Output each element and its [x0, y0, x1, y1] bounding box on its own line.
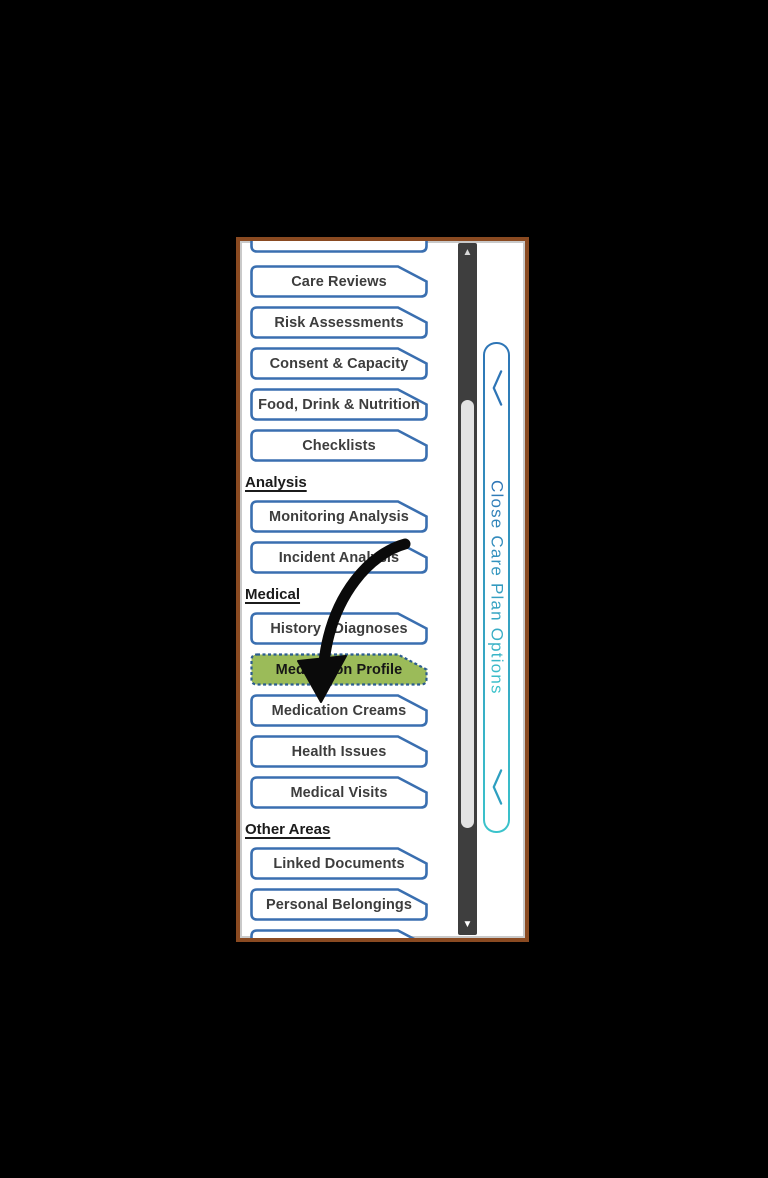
care-plan-button-food-drink-nutrition[interactable]: Food, Drink & Nutrition	[250, 388, 428, 421]
care-plan-button-checklists[interactable]: Checklists	[250, 429, 428, 462]
care-plan-button-label: Monitoring Analysis	[269, 508, 409, 525]
care-plan-button-label: Personal Belongings	[265, 896, 413, 913]
care-plan-button-linked-documents[interactable]: Linked Documents	[250, 847, 428, 880]
section-header-medical: Medical	[245, 586, 301, 603]
care-plan-button-monitoring-analysis[interactable]: Monitoring Analysis	[250, 500, 428, 533]
care-plan-button-label: Care Reviews	[291, 273, 387, 290]
care-plan-button-label: Health Issues	[291, 743, 387, 760]
care-plan-button-label: Incident Analysis	[278, 549, 400, 566]
care-plan-button-personal-belongings[interactable]: Personal Belongings	[250, 888, 428, 921]
care-plan-button-label: Medication Creams	[271, 702, 407, 719]
care-plan-button-label: Linked Documents	[273, 855, 405, 872]
care-plan-button-cut-off[interactable]	[250, 929, 428, 938]
care-plan-button-medication-profile[interactable]: Medication Profile	[250, 653, 428, 686]
care-plan-button-medication-creams[interactable]: Medication Creams	[250, 694, 428, 727]
scrollbar[interactable]: ▲ ▼	[458, 243, 477, 935]
care-plan-button-history-diagnoses[interactable]: History / Diagnoses	[250, 612, 428, 645]
care-plan-button-label: Food, Drink & Nutrition	[258, 396, 420, 413]
care-plan-button-risk-assessments[interactable]: Risk Assessments	[250, 306, 428, 339]
care-plan-button-label: Medical Visits	[290, 784, 388, 801]
care-plan-button-incident-analysis[interactable]: Incident Analysis	[250, 541, 428, 574]
care-plan-button-label: Risk Assessments	[274, 314, 404, 331]
care-plan-button-label: Consent & Capacity	[269, 355, 409, 372]
chevron-left-icon	[492, 769, 502, 805]
close-care-plan-options-label: Close Care Plan Options	[487, 480, 507, 695]
chevron-left-icon	[492, 370, 502, 406]
scroll-down-icon[interactable]: ▼	[462, 919, 473, 930]
close-care-plan-options-tab[interactable]: Close Care Plan Options	[483, 342, 510, 833]
scroll-up-icon[interactable]: ▲	[462, 247, 473, 258]
scrollbar-thumb[interactable]	[461, 400, 474, 828]
close-tab-inner: Close Care Plan Options	[485, 344, 508, 831]
care-plan-button-label: Checklists	[302, 437, 376, 454]
care-plan-button-consent-capacity[interactable]: Consent & Capacity	[250, 347, 428, 380]
care-plan-button-care-reviews[interactable]: Care Reviews	[250, 265, 428, 298]
section-header-analysis: Analysis	[245, 474, 307, 491]
care-plan-button-label: Medication Profile	[275, 661, 403, 678]
care-plan-button-care-notes[interactable]: Care Notes	[250, 241, 428, 253]
care-plan-button-label: History / Diagnoses	[270, 620, 408, 637]
section-header-other-areas: Other Areas	[245, 821, 331, 838]
care-plan-button-health-issues[interactable]: Health Issues	[250, 735, 428, 768]
care-plan-button-medical-visits[interactable]: Medical Visits	[250, 776, 428, 809]
care-plan-button-label: Care Notes	[300, 241, 378, 245]
